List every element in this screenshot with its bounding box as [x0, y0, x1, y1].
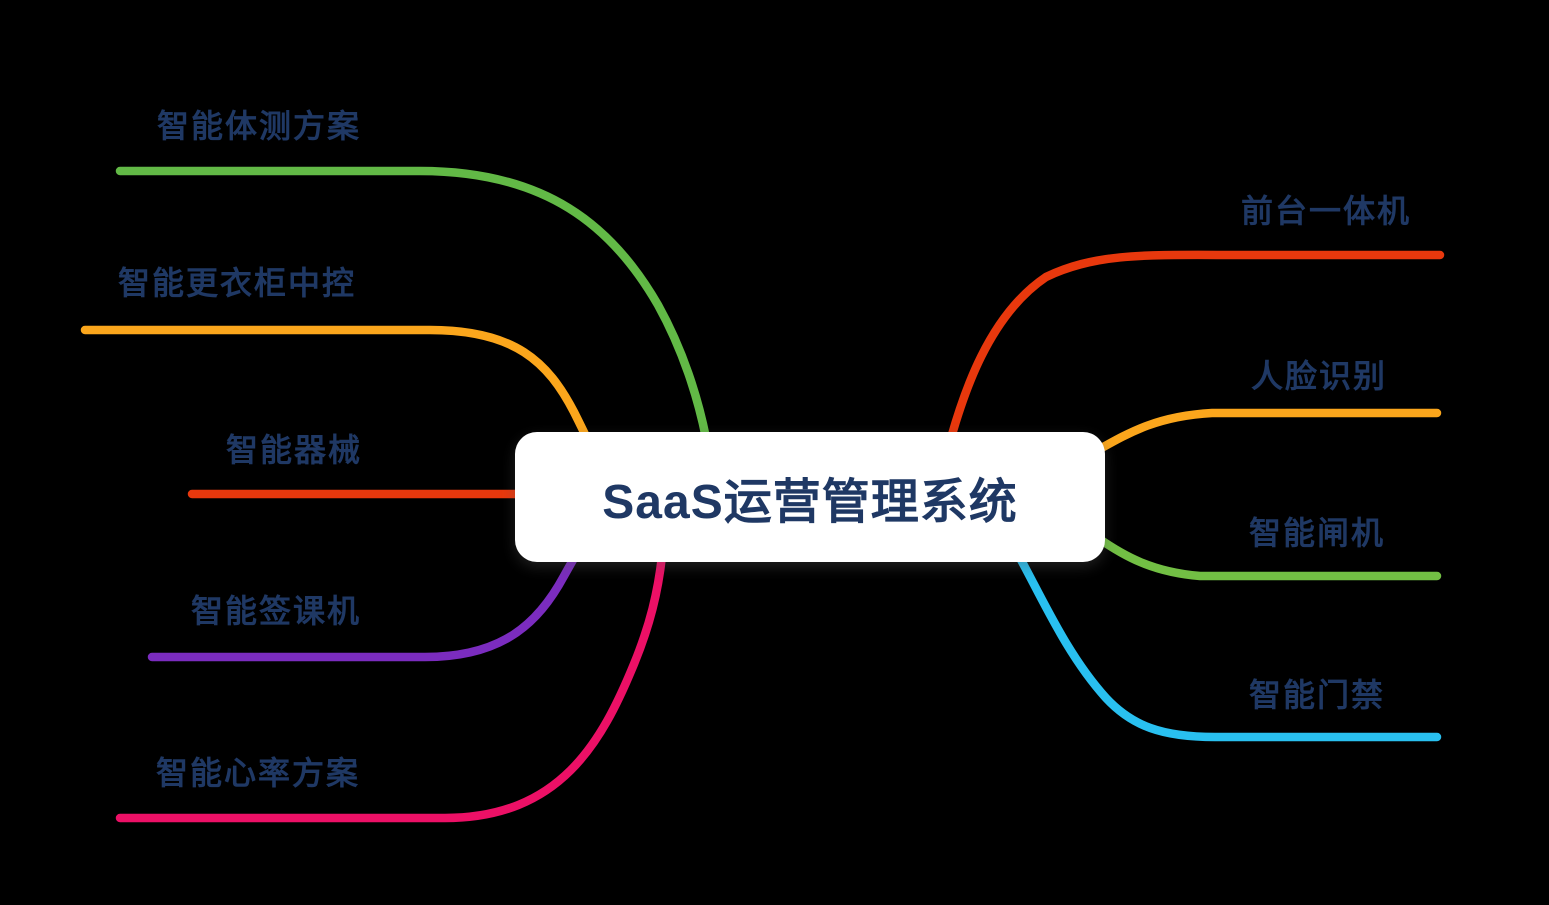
topic-front-desk[interactable]: 前台一体机 [1241, 193, 1412, 229]
branch-line-left-heart-rate [115, 551, 667, 823]
topic-smart-gate[interactable]: 智能闸机 [1249, 515, 1386, 551]
topic-checkin-machine[interactable]: 智能签课机 [191, 593, 362, 629]
central-topic-label: SaaS运营管理系统 [602, 476, 1018, 529]
topic-smart-equipment[interactable]: 智能器械 [226, 432, 363, 468]
topic-locker-control[interactable]: 智能更衣柜中控 [118, 265, 357, 301]
branch-line-right-face-recognition [1093, 408, 1442, 455]
topic-face-recognition[interactable]: 人脸识别 [1251, 358, 1388, 394]
topic-access-control[interactable]: 智能门禁 [1249, 677, 1386, 713]
central-topic[interactable]: SaaS运营管理系统 [515, 432, 1105, 562]
topic-heart-rate[interactable]: 智能心率方案 [156, 755, 361, 791]
branch-line-right-access-control [1015, 553, 1442, 742]
branch-line-left-locker-control [80, 325, 594, 448]
branch-line-left-body-measure [115, 166, 711, 443]
branch-line-right-front-desk [946, 250, 1445, 443]
branch-line-right-smart-gate [1093, 533, 1442, 581]
branch-line-left-checkin-machine [147, 548, 582, 662]
topic-body-measure[interactable]: 智能体测方案 [157, 108, 362, 144]
